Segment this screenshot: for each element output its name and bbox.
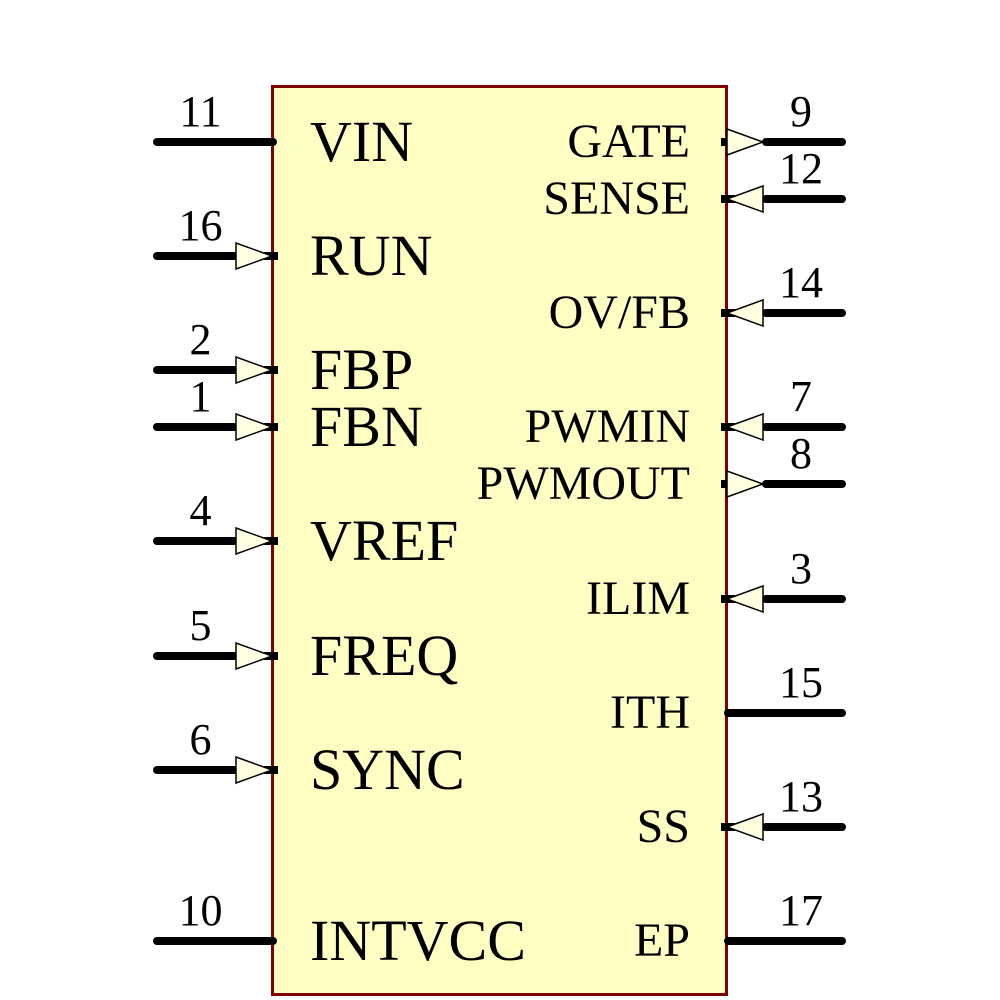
input-arrow-icon <box>724 812 764 842</box>
pin-number: 7 <box>790 372 812 421</box>
input-arrow-icon <box>235 526 275 556</box>
pin-name: INTVCC <box>310 908 526 973</box>
pin-wire[interactable] <box>762 195 846 203</box>
pin-number: 3 <box>790 544 812 593</box>
pin-name: SYNC <box>310 737 465 802</box>
input-arrow-icon <box>235 641 275 671</box>
pin-number: 17 <box>779 886 823 935</box>
pin-wire[interactable] <box>762 423 846 431</box>
pin-name: FREQ <box>310 623 459 688</box>
pin-wire[interactable] <box>153 252 240 260</box>
pin-wire[interactable] <box>153 537 240 545</box>
pin-wire[interactable] <box>153 766 240 774</box>
pin-number: 6 <box>189 715 212 764</box>
pin-number: 11 <box>179 87 222 136</box>
pin-wire[interactable] <box>762 138 846 146</box>
pin-name: VREF <box>310 508 459 573</box>
pin-wire[interactable] <box>153 138 277 146</box>
pin-name: PWMOUT <box>476 457 690 510</box>
pin-name: FBP <box>310 337 414 402</box>
pin-number: 2 <box>189 315 212 364</box>
pin-name: PWMIN <box>524 400 690 453</box>
pin-name: FBN <box>310 394 423 459</box>
pin-number: 12 <box>779 144 823 193</box>
input-arrow-icon <box>235 755 275 785</box>
pin-wire[interactable] <box>724 709 846 717</box>
input-arrow-icon <box>235 241 275 271</box>
output-arrow-icon <box>726 469 766 499</box>
pin-name: OV/FB <box>548 286 690 339</box>
input-arrow-icon <box>724 184 764 214</box>
pin-wire[interactable] <box>153 366 240 374</box>
pin-wire[interactable] <box>762 823 846 831</box>
pin-name: ILIM <box>586 572 690 625</box>
pin-number: 5 <box>189 601 212 650</box>
pin-name: EP <box>633 914 690 967</box>
input-arrow-icon <box>235 355 275 385</box>
input-arrow-icon <box>235 412 275 442</box>
input-arrow-icon <box>724 298 764 328</box>
pin-name: ITH <box>610 686 690 739</box>
pin-number: 1 <box>189 372 212 421</box>
pin-number: 4 <box>189 486 212 535</box>
input-arrow-icon <box>724 584 764 614</box>
symbol-body[interactable] <box>271 85 728 996</box>
pin-name: GATE <box>567 115 690 168</box>
pin-wire[interactable] <box>762 309 846 317</box>
pin-wire[interactable] <box>153 937 277 945</box>
pin-number: 9 <box>790 87 812 136</box>
input-arrow-icon <box>724 412 764 442</box>
pin-name: VIN <box>310 109 414 174</box>
pin-number: 10 <box>178 886 223 935</box>
pin-number: 13 <box>779 772 823 821</box>
pin-number: 14 <box>779 258 823 307</box>
pin-number: 15 <box>779 658 823 707</box>
pin-name: SS <box>636 800 690 853</box>
pin-name: SENSE <box>543 172 690 225</box>
pin-wire[interactable] <box>762 480 846 488</box>
pin-wire[interactable] <box>153 652 240 660</box>
pin-wire[interactable] <box>153 423 240 431</box>
pin-wire[interactable] <box>762 595 846 603</box>
pin-wire[interactable] <box>724 937 846 945</box>
pin-name: RUN <box>310 223 433 288</box>
output-arrow-icon <box>726 127 766 157</box>
pin-number: 8 <box>790 429 812 478</box>
pin-number: 16 <box>178 201 223 250</box>
